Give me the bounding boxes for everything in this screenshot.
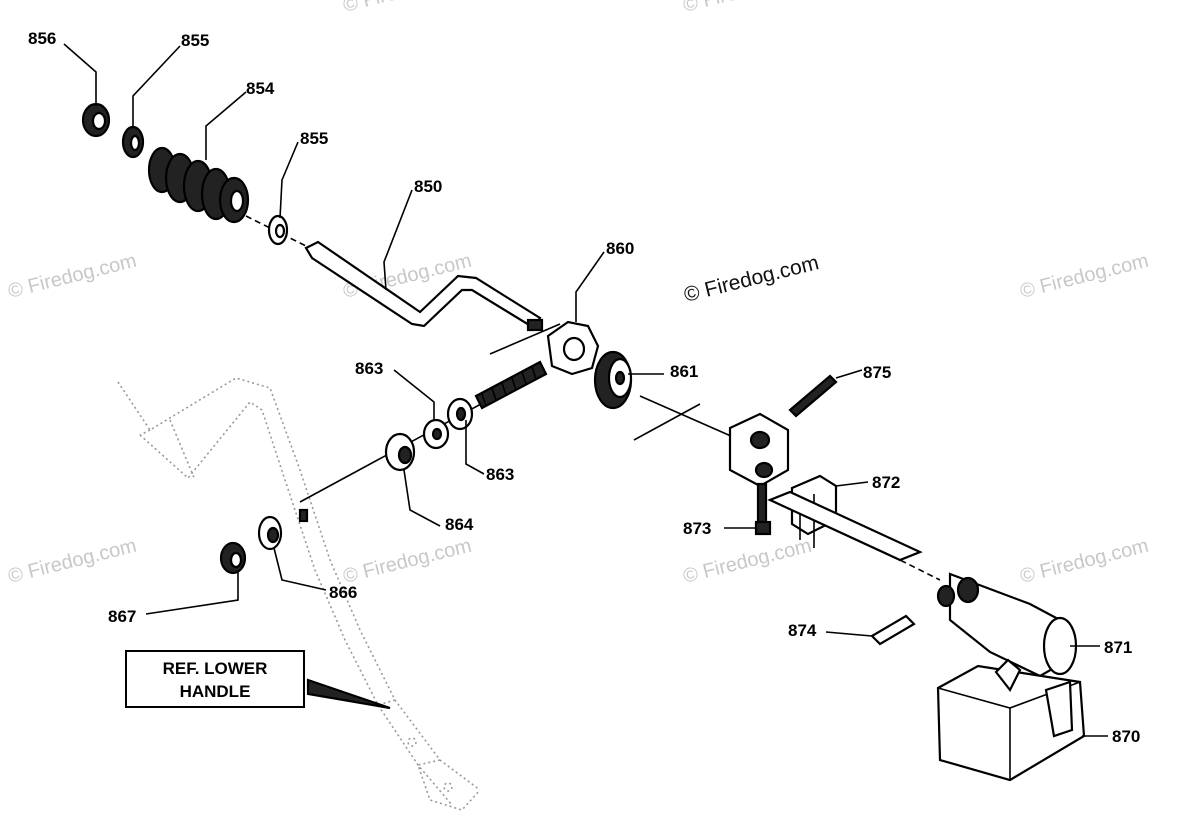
watermark: © Firedog.com [681,0,814,17]
part-867-nut [219,541,247,575]
callout-863: 863 [486,465,514,484]
part-855-washer-b [267,214,289,246]
callout-872: 872 [872,473,900,492]
callout-873: 873 [683,519,711,538]
reference-line-2: HANDLE [180,682,251,701]
callout-871: 871 [1104,638,1132,657]
part-855-washer-a [121,125,145,159]
callout-855: 855 [300,129,328,148]
part-875-screw [788,374,838,418]
watermark: © Firedog.com [681,535,814,588]
callout-875: 875 [863,363,891,382]
watermark: © Firedog.com [6,250,139,303]
part-863-nut-a [422,418,450,450]
part-bracket-block [728,412,790,528]
part-873-screw [754,520,772,536]
watermark: © Firedog.com [6,535,139,588]
callout-labels: 856 855 854 855 850 860 861 863 863 864 … [28,29,1140,746]
callout-866: 866 [329,583,357,602]
leader-lines [63,43,1108,737]
lower-handle-outline [117,377,481,811]
callout-863: 863 [355,359,383,378]
callout-860: 860 [606,239,634,258]
part-866-washer [257,515,283,551]
callout-854: 854 [246,79,275,98]
part-874-pin [870,614,916,646]
watermark: © Firedog.com [1018,250,1151,303]
part-871-cylinder [936,572,1078,678]
watermark-layer: © Firedog.com © Firedog.com © Firedog.co… [6,0,1151,588]
part-860-clevis [526,318,600,376]
callout-864: 864 [445,515,474,534]
callout-850: 850 [414,177,442,196]
part-handle-bolt [298,508,309,523]
callout-856: 856 [28,29,56,48]
part-864-washer [384,432,416,472]
callout-861: 861 [670,362,698,381]
copyright-watermark: © Firedog.com [682,251,821,307]
callout-874: 874 [788,621,817,640]
reference-line-1: REF. LOWER [163,659,268,678]
reference-lower-handle-box: REF. LOWER HANDLE [125,650,305,708]
part-854-spring [147,146,250,224]
part-linkage-plate [767,490,923,562]
callout-855: 855 [181,31,209,50]
part-870-box [936,658,1086,782]
part-spring-small [474,360,548,410]
part-856-nut [81,102,111,138]
callout-870: 870 [1112,727,1140,746]
watermark: © Firedog.com [1018,535,1151,588]
callout-867: 867 [108,607,136,626]
part-861-wheel [593,350,633,410]
watermark: © Firedog.com [341,0,474,17]
watermark: © Firedog.com [341,535,474,588]
part-863-nut-b [446,397,474,431]
